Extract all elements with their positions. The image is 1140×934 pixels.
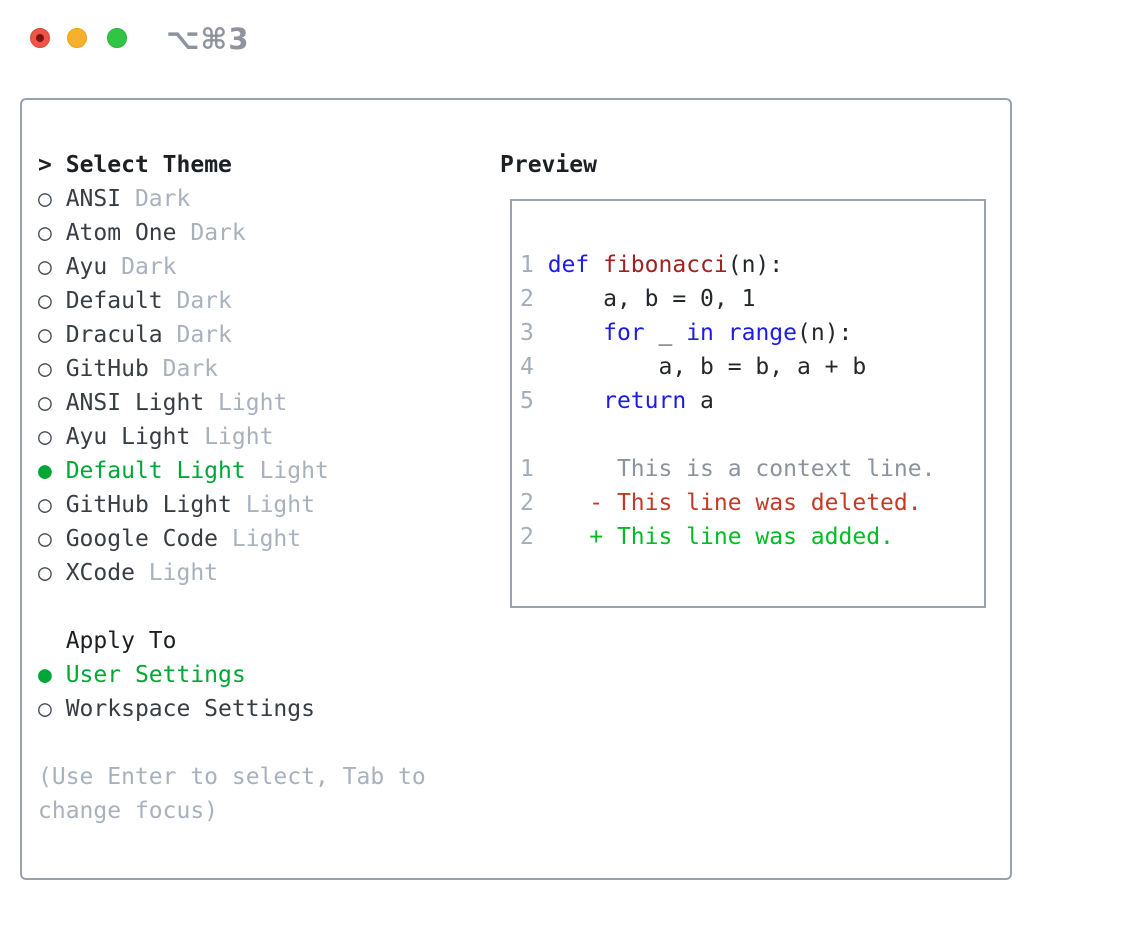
radio-icon: ○ xyxy=(38,288,52,314)
theme-option-default[interactable]: ○ Default Dark xyxy=(38,284,426,318)
selected-radio-icon: ● xyxy=(38,662,52,688)
theme-option-ansi-light[interactable]: ○ ANSI Light Light xyxy=(38,386,426,420)
preview-line-5: 5 return a xyxy=(520,388,714,414)
apply-option-user-settings[interactable]: ● User Settings xyxy=(38,658,426,692)
preview-header: Preview xyxy=(500,152,597,178)
preview-line-3: 3 for _ in range(n): xyxy=(520,320,853,346)
theme-name: Google Code xyxy=(51,526,232,552)
apply-option-name: User Settings xyxy=(51,662,246,688)
theme-option-dracula[interactable]: ○ Dracula Dark xyxy=(38,318,426,352)
theme-variant-tag: Light xyxy=(218,390,288,416)
theme-option-ayu-light[interactable]: ○ Ayu Light Light xyxy=(38,420,426,454)
theme-variant-tag: Dark xyxy=(162,356,219,382)
radio-icon: ○ xyxy=(38,356,52,382)
radio-icon: ○ xyxy=(38,424,52,450)
close-button[interactable] xyxy=(30,28,50,48)
theme-name: GitHub Light xyxy=(51,492,246,518)
radio-icon: ○ xyxy=(38,560,52,586)
theme-name: Default xyxy=(51,288,177,314)
minimize-button[interactable] xyxy=(67,28,87,48)
blank-line xyxy=(38,726,426,760)
theme-variant-tag: Light xyxy=(259,458,329,484)
theme-name: Ayu Light xyxy=(51,424,205,450)
preview-line-4: 4 a, b = b, a + b xyxy=(520,354,867,380)
selected-radio-icon: ● xyxy=(38,458,52,484)
radio-icon: ○ xyxy=(38,186,52,212)
theme-option-ayu[interactable]: ○ Ayu Dark xyxy=(38,250,426,284)
theme-variant-tag: Dark xyxy=(134,186,191,212)
theme-name: XCode xyxy=(51,560,149,586)
preview-line-2: 2 a, b = 0, 1 xyxy=(520,286,756,312)
theme-variant-tag: Dark xyxy=(176,322,232,348)
window-title: ⌥⌘3 xyxy=(166,22,250,56)
preview-line-1: 1 def fibonacci(n): xyxy=(520,252,784,278)
radio-icon: ○ xyxy=(38,220,52,246)
theme-variant-tag: Dark xyxy=(190,220,246,246)
theme-name: Default Light xyxy=(51,458,260,484)
theme-variant-tag: Dark xyxy=(176,288,232,314)
theme-option-atom-one[interactable]: ○ Atom One Dark xyxy=(38,216,426,250)
apply-to-header: Apply To xyxy=(38,624,426,658)
theme-variant-tag: Light xyxy=(231,526,302,552)
theme-variant-tag: Dark xyxy=(121,254,177,280)
help-text-line-1: (Use Enter to select, Tab to xyxy=(38,764,426,790)
theme-option-xcode[interactable]: ○ XCode Light xyxy=(38,556,426,590)
select-theme-label: Select Theme xyxy=(65,152,232,178)
radio-icon: ○ xyxy=(38,696,52,722)
blank-line xyxy=(38,590,426,624)
theme-name: GitHub xyxy=(51,356,163,382)
prompt-arrow-icon: > xyxy=(38,152,52,178)
radio-icon: ○ xyxy=(38,322,52,348)
theme-option-ansi[interactable]: ○ ANSI Dark xyxy=(38,182,426,216)
preview-code: 1 def fibonacci(n): 2 a, b = 0, 1 3 for _ … xyxy=(512,201,984,554)
apply-option-workspace-settings[interactable]: ○ Workspace Settings xyxy=(38,692,426,726)
radio-icon: ○ xyxy=(38,492,52,518)
theme-name: ANSI Light xyxy=(51,390,219,416)
zoom-button[interactable] xyxy=(107,28,127,48)
preview-line-8: 2 - This line was deleted. xyxy=(520,490,922,516)
unsaved-indicator-dot xyxy=(36,34,44,42)
radio-icon: ○ xyxy=(38,254,52,280)
theme-option-default-light[interactable]: ● Default Light Light xyxy=(38,454,426,488)
theme-name: Dracula xyxy=(51,322,177,348)
radio-icon: ○ xyxy=(38,390,52,416)
theme-name: ANSI xyxy=(51,186,135,212)
theme-variant-tag: Light xyxy=(204,424,274,450)
theme-name: Atom One xyxy=(51,220,191,246)
theme-list-pane: > Select Theme ○ ANSI Dark○ Atom One Dar… xyxy=(38,148,426,828)
theme-variant-tag: Light xyxy=(245,492,315,518)
preview-line-7: 1 This is a context line. xyxy=(520,456,936,482)
apply-to-list: ● User Settings○ Workspace Settings xyxy=(38,658,426,726)
theme-variant-tag: Light xyxy=(148,560,219,586)
apply-to-label: Apply To xyxy=(65,628,177,654)
apply-option-name: Workspace Settings xyxy=(51,696,315,722)
theme-option-google-code[interactable]: ○ Google Code Light xyxy=(38,522,426,556)
help-text-line-2: change focus) xyxy=(38,798,219,824)
theme-list: ○ ANSI Dark○ Atom One Dark○ Ayu Dark○ De… xyxy=(38,182,426,590)
preview-line-9: 2 + This line was added. xyxy=(520,524,894,550)
theme-option-github-light[interactable]: ○ GitHub Light Light xyxy=(38,488,426,522)
radio-icon: ○ xyxy=(38,526,52,552)
theme-name: Ayu xyxy=(51,254,122,280)
theme-option-github[interactable]: ○ GitHub Dark xyxy=(38,352,426,386)
preview-line-6 xyxy=(520,418,984,452)
preview-box: 1 def fibonacci(n): 2 a, b = 0, 1 3 for _ … xyxy=(510,199,986,608)
select-theme-header: > Select Theme xyxy=(38,148,426,182)
theme-selector-panel: > Select Theme ○ ANSI Dark○ Atom One Dar… xyxy=(20,98,1012,880)
